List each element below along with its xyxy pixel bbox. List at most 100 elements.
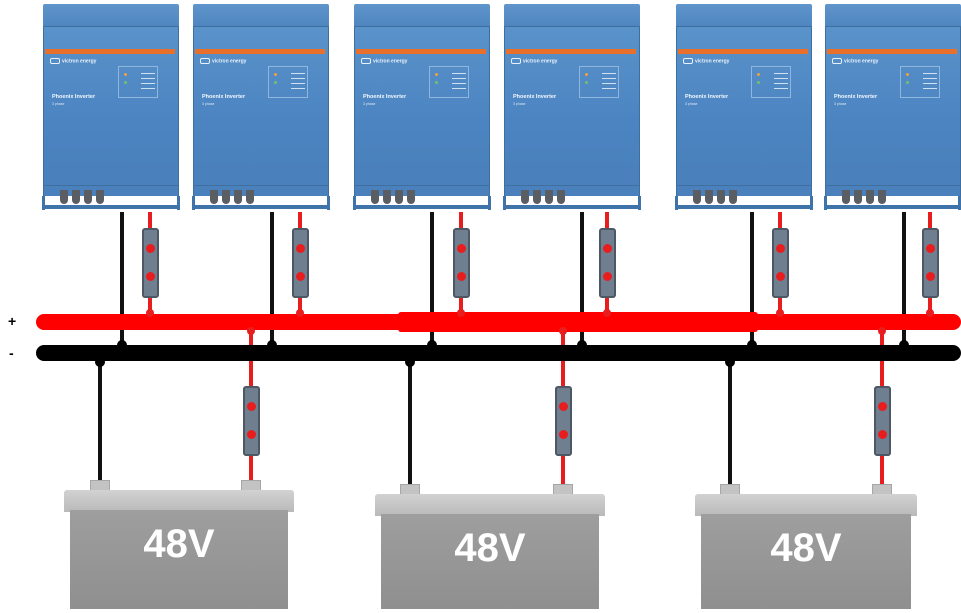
inverter-brand: victron energy (200, 58, 246, 64)
junction-dot (405, 357, 415, 367)
cable-gland-icon (557, 190, 565, 204)
inverter-6: victron energy Phoenix Inverter 3 phase (824, 0, 961, 212)
inverter-3: victron energy Phoenix Inverter 3 phase (353, 0, 491, 212)
victron-logo-icon (832, 58, 842, 64)
inverter-3-fuse (453, 228, 470, 298)
negative-busbar (36, 345, 961, 361)
mounting-foot (638, 196, 641, 210)
mounting-foot (177, 196, 180, 210)
junction-dot (776, 309, 784, 317)
inverter-orange-stripe (506, 49, 636, 54)
inverter-orange-stripe (195, 49, 325, 54)
inverter-base (824, 205, 961, 209)
cable-gland-icon (705, 190, 713, 204)
inverter-base (503, 205, 641, 209)
junction-dot (603, 309, 611, 317)
cable-gland-icon (72, 190, 80, 204)
inverter-4: victron energy Phoenix Inverter 3 phase (503, 0, 641, 212)
inverter-top-cover (676, 4, 812, 26)
cable-gland-icon (60, 190, 68, 204)
battery-3-fuse (874, 386, 891, 456)
inverter-spec: 3 phase (834, 102, 847, 106)
cable-gland-icon (854, 190, 862, 204)
cable-gland-icon (210, 190, 218, 204)
inverter-base (192, 205, 330, 209)
inverter-spec: 3 phase (685, 102, 698, 106)
inverter-orange-stripe (356, 49, 486, 54)
mounting-foot (810, 196, 813, 210)
inverter-status-panel (579, 66, 619, 98)
cable-gland-icon (96, 190, 104, 204)
inverter-4-fuse (599, 228, 616, 298)
positive-busbar-joint (398, 312, 758, 332)
victron-logo-icon (50, 58, 60, 64)
battery-case (381, 514, 599, 609)
junction-dot (95, 357, 105, 367)
battery-lid (64, 490, 294, 512)
junction-dot (117, 340, 127, 350)
junction-dot (457, 309, 465, 317)
inverter-top-cover (504, 4, 640, 26)
inverter-orange-stripe (678, 49, 808, 54)
cable-gland-icon (866, 190, 874, 204)
battery-voltage-label: 48V (454, 526, 526, 570)
inverter-2-fuse (292, 228, 309, 298)
cable-gland-icon (693, 190, 701, 204)
cable-gland-icon (545, 190, 553, 204)
mounting-foot (42, 196, 45, 210)
inverter-brand: victron energy (511, 58, 557, 64)
inverter-base (42, 205, 180, 209)
inverter-1-fuse (142, 228, 159, 298)
inverter-top-cover (43, 4, 179, 26)
inverter-spec: 3 phase (202, 102, 215, 106)
junction-dot (926, 309, 934, 317)
inverter-2: victron energy Phoenix Inverter 3 phase (192, 0, 330, 212)
inverter-status-panel (900, 66, 940, 98)
mounting-foot (488, 196, 491, 210)
inverter-status-panel (118, 66, 158, 98)
inverter-brand: victron energy (50, 58, 96, 64)
battery-lid (695, 494, 917, 516)
positive-bus-label: + (8, 313, 17, 329)
inverter-top-cover (193, 4, 329, 26)
junction-dot (296, 309, 304, 317)
cable-gland-icon (533, 190, 541, 204)
inverter-cable-plate (193, 186, 329, 196)
mounting-foot (353, 196, 356, 210)
battery-voltage-label: 48V (770, 526, 842, 570)
inverter-model: Phoenix Inverter (685, 94, 729, 100)
battery-1: 48V (64, 480, 294, 609)
victron-logo-icon (683, 58, 693, 64)
junction-dot (878, 327, 886, 335)
junction-dot (427, 340, 437, 350)
inverter-spec: 3 phase (513, 102, 526, 106)
mounting-foot (824, 196, 827, 210)
cable-gland-icon (521, 190, 529, 204)
inverter-model: Phoenix Inverter (52, 94, 96, 100)
mounting-foot (675, 196, 678, 210)
cable-gland-icon (395, 190, 403, 204)
mounting-foot (503, 196, 506, 210)
inverter-model: Phoenix Inverter (513, 94, 557, 100)
battery-case (701, 514, 911, 609)
inverter-base (353, 205, 491, 209)
mounting-foot (327, 196, 330, 210)
inverter-status-panel (751, 66, 791, 98)
inverter-brand: victron energy (683, 58, 729, 64)
inverter-spec: 3 phase (363, 102, 376, 106)
cable-gland-icon (407, 190, 415, 204)
junction-dot (725, 357, 735, 367)
inverter-top-cover (354, 4, 490, 26)
inverter-top-cover (825, 4, 961, 26)
inverter-cable-plate (504, 186, 640, 196)
battery-case (70, 510, 288, 609)
inverter-model: Phoenix Inverter (834, 94, 878, 100)
inverter-status-panel (429, 66, 469, 98)
inverter-model: Phoenix Inverter (202, 94, 246, 100)
inverter-brand: victron energy (361, 58, 407, 64)
cable-gland-icon (729, 190, 737, 204)
inverter-cable-plate (676, 186, 812, 196)
junction-dot (577, 340, 587, 350)
junction-dot (899, 340, 909, 350)
